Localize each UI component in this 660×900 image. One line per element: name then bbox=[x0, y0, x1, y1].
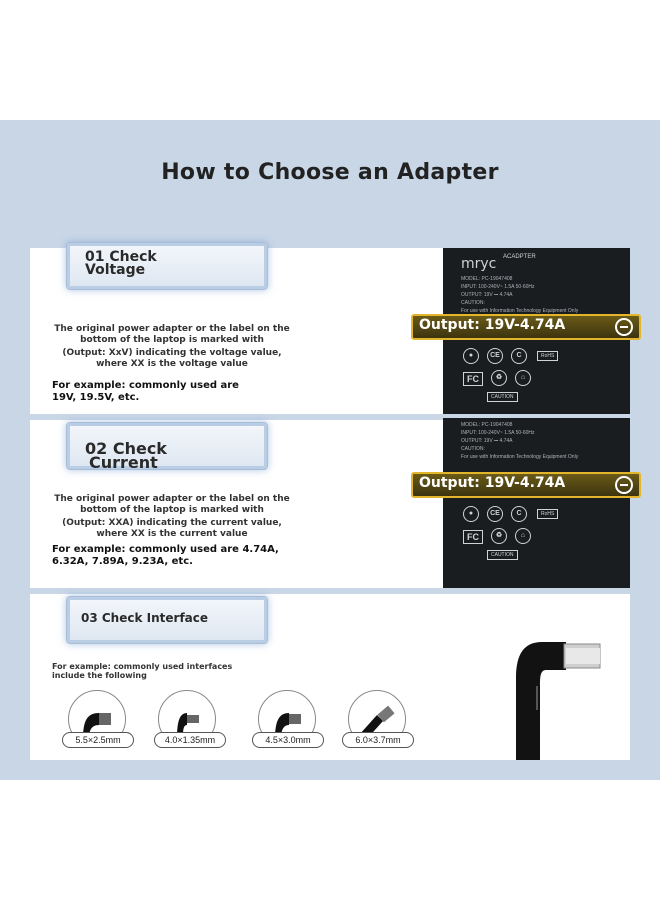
voltage-heading-word: Voltage bbox=[85, 262, 146, 278]
ce-text-2: CE bbox=[490, 510, 500, 517]
fc-mark-2: FC bbox=[463, 530, 483, 544]
rohs-mark-2: RoHS bbox=[537, 509, 559, 519]
current-example: For example: commonly used are 4.74A, 6.… bbox=[52, 544, 279, 567]
current-heading-number: 02 Check bbox=[85, 439, 167, 458]
voltage-description: The original power adapter or the label … bbox=[54, 324, 290, 345]
ce-mark-icon: CE bbox=[487, 348, 503, 364]
output-highlight-text-2: Output: 19V-4.74A bbox=[419, 475, 566, 491]
voltage-example: For example: commonly used are 19V, 19.5… bbox=[52, 380, 239, 403]
output-highlight-text: Output: 19V-4.74A bbox=[419, 317, 566, 333]
voltage-heading-number: 01 Check bbox=[85, 249, 157, 265]
recycle-icon: ♻ bbox=[491, 528, 507, 544]
minus-circle-icon bbox=[615, 318, 633, 336]
house-icon: ⌂ bbox=[515, 370, 531, 386]
connector-label-3: 4.5×3.0mm bbox=[252, 732, 324, 748]
label-output-2: OUTPUT: 19V ⎓ 4.74A bbox=[461, 438, 513, 444]
label-info-2: For use with Information Technology Equi… bbox=[461, 454, 579, 460]
page-title: How to Choose an Adapter bbox=[161, 160, 499, 185]
section-voltage: 01 Check Voltage The original power adap… bbox=[30, 242, 641, 414]
minus-circle-icon bbox=[615, 476, 633, 494]
label-info: For use with Information Technology Equi… bbox=[461, 308, 579, 314]
adapter-label-1: mryc ACADPTER MODEL: PC-19047408 INPUT: … bbox=[411, 248, 641, 414]
current-heading-pill: 02 Check Current bbox=[66, 422, 268, 472]
fc-mark: FC bbox=[463, 372, 483, 386]
ce-mark-icon: CE bbox=[487, 506, 503, 522]
cert-circle-icon: ● bbox=[463, 506, 479, 522]
caution-box: CAUTION bbox=[487, 392, 518, 402]
output-highlight-1: Output: 19V-4.74A bbox=[411, 314, 641, 340]
recycle-icon: ♻ bbox=[491, 370, 507, 386]
caution-box-2: CAUTION bbox=[487, 550, 518, 560]
connector-label-2: 4.0×1.35mm bbox=[154, 732, 226, 748]
rohs-mark: RoHS bbox=[537, 351, 559, 361]
interface-example: For example: commonly used interfaces in… bbox=[52, 662, 233, 680]
section-interface: 03 Check Interface For example: commonly… bbox=[30, 594, 630, 760]
ccc-mark-icon: C bbox=[511, 348, 527, 364]
adapter-label-2: MODEL: PC-19047408 INPUT: 100-240V~ 1.5A… bbox=[411, 418, 641, 588]
ccc-mark-icon: C bbox=[511, 506, 527, 522]
current-description: The original power adapter or the label … bbox=[54, 494, 290, 515]
label-adapter: ACADPTER bbox=[503, 254, 536, 260]
voltage-description-2: (Output: XxV) indicating the voltage val… bbox=[62, 348, 282, 369]
laptop-plug-icon bbox=[516, 642, 601, 760]
ce-text: CE bbox=[490, 352, 500, 359]
house-icon: ⌂ bbox=[515, 528, 531, 544]
label-caution: CAUTION: bbox=[461, 300, 485, 306]
label-input-2: INPUT: 100-240V~ 1.5A 50-60Hz bbox=[461, 430, 535, 436]
cert-circle-icon: ● bbox=[463, 348, 479, 364]
label-model: MODEL: PC-19047408 bbox=[461, 276, 513, 282]
interface-heading-pill: 03 Check Interface bbox=[66, 596, 268, 644]
voltage-heading-pill: 01 Check Voltage bbox=[66, 242, 268, 290]
label-caution-2: CAUTION: bbox=[461, 446, 485, 452]
label-output: OUTPUT: 19V ⎓ 4.74A bbox=[461, 292, 513, 298]
current-heading-word: Current bbox=[89, 453, 158, 472]
interface-heading: 03 Check Interface bbox=[81, 611, 209, 625]
label-brand: mryc bbox=[461, 256, 497, 272]
connector-label-1: 5.5×2.5mm bbox=[62, 732, 134, 748]
connector-label-4: 6.0×3.7mm bbox=[342, 732, 414, 748]
current-description-2: (Output: XXA) indicating the current val… bbox=[62, 518, 282, 539]
label-model-2: MODEL: PC-19047408 bbox=[461, 422, 513, 428]
output-highlight-2: Output: 19V-4.74A bbox=[411, 472, 641, 498]
section-current: 02 Check Current The original power adap… bbox=[30, 418, 641, 588]
label-input: INPUT: 100-240V~ 1.5A 50-60Hz bbox=[461, 284, 535, 290]
